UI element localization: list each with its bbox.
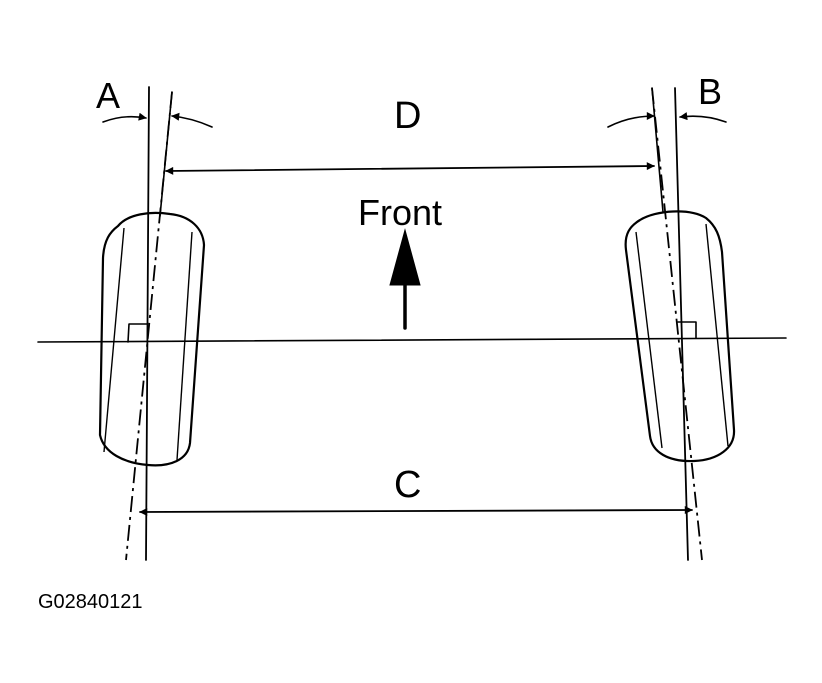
left-tire-inner-line: [176, 231, 193, 461]
dimension-d-line: [165, 162, 655, 175]
right-tire-inner-line: [635, 231, 663, 449]
right-wheel-centerline: [651, 87, 703, 561]
right-tire-outline: [624, 210, 736, 463]
right-wheel-centerline-upper: [651, 87, 664, 213]
right-tire-inner-line: [705, 223, 729, 447]
left-right-angle-mark: [127, 323, 148, 343]
right-right-angle-mark: [677, 321, 697, 339]
left-tire-inner-line: [103, 227, 125, 453]
label-b: B: [698, 71, 722, 112]
right-wheel: [624, 87, 736, 561]
figure-code: G02840121: [38, 591, 143, 613]
angle-a-indicator: [102, 112, 213, 128]
label-front: Front: [358, 192, 442, 233]
left-tire-outline: [98, 211, 206, 467]
label-c: C: [394, 464, 421, 506]
dimension-c-line: [139, 506, 693, 516]
left-wheel-centerline-upper: [159, 91, 173, 217]
label-d: D: [394, 95, 421, 137]
label-a: A: [96, 75, 120, 116]
left-wheel-centerline: [125, 91, 173, 561]
axle-centerline: [37, 337, 787, 343]
left-wheel: [98, 86, 206, 561]
right-vertical-reference: [674, 87, 689, 561]
front-arrow: [389, 228, 421, 330]
angle-b-indicator: [607, 112, 727, 128]
